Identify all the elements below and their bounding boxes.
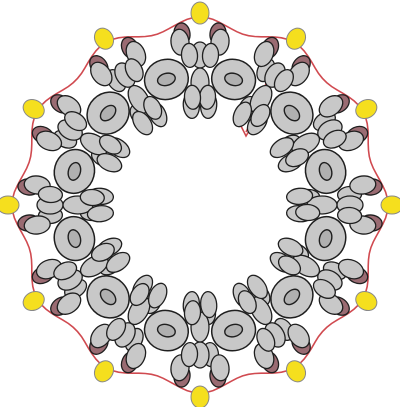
yellow-bead xyxy=(91,25,118,53)
yellow-bead xyxy=(20,96,48,123)
yellow-bead xyxy=(0,196,19,214)
yellow-bead xyxy=(352,96,380,123)
yellow-bead xyxy=(191,386,209,407)
yellow-bead xyxy=(352,288,380,315)
yellow-bead xyxy=(91,357,118,385)
yellow-bead xyxy=(381,196,400,214)
yellow-bead xyxy=(283,357,310,385)
yellow-bead xyxy=(191,2,209,24)
yellow-bead xyxy=(20,288,48,315)
yellow-bead xyxy=(283,25,310,53)
